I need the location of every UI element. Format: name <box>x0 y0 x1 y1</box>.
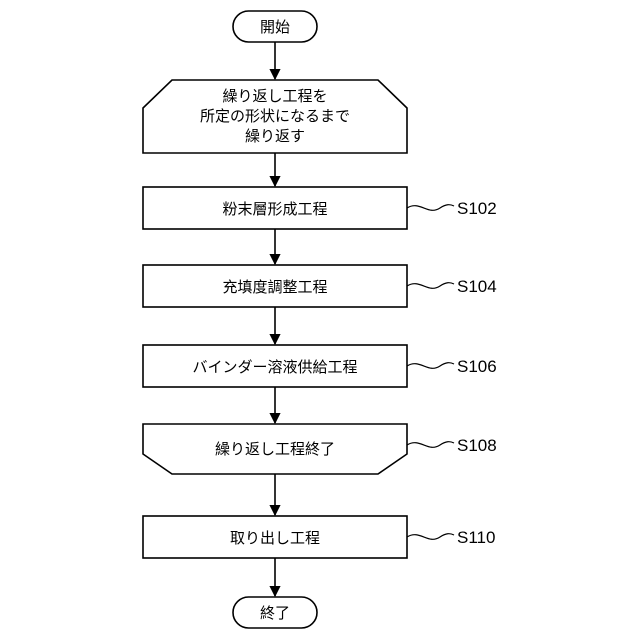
leader-s108 <box>407 442 454 448</box>
start-terminal: 開始 <box>233 11 317 42</box>
loop-start-box: 繰り返し工程を 所定の形状になるまで 繰り返す <box>143 80 407 153</box>
process-step-s106: バインダー溶液供給工程 <box>143 345 407 387</box>
loop-start-line-1: 繰り返し工程を <box>222 87 327 105</box>
leader-s102 <box>407 205 454 211</box>
process-step-s104: 充填度調整工程 <box>143 265 407 307</box>
step-id-s106: S106 <box>457 357 497 376</box>
leader-s110 <box>407 534 454 540</box>
step-label-s102: 粉末層形成工程 <box>222 200 327 218</box>
loop-end-box-s108: 繰り返し工程終了 <box>143 424 407 474</box>
step-id-s108: S108 <box>457 436 497 455</box>
loop-start-line-3: 繰り返す <box>245 127 305 145</box>
end-terminal: 終了 <box>233 597 317 628</box>
step-label-s106: バインダー溶液供給工程 <box>192 358 357 376</box>
step-label-s108: 繰り返し工程終了 <box>215 440 335 458</box>
step-label-s104: 充填度調整工程 <box>222 278 327 296</box>
process-step-s110: 取り出し工程 <box>143 516 407 558</box>
step-id-s102: S102 <box>457 199 497 218</box>
start-label: 開始 <box>260 18 290 36</box>
leader-s104 <box>407 283 454 289</box>
process-step-s102: 粉末層形成工程 <box>143 187 407 229</box>
end-label: 終了 <box>260 604 290 622</box>
step-id-s110: S110 <box>457 528 495 547</box>
leader-s106 <box>407 363 454 369</box>
step-label-s110: 取り出し工程 <box>230 529 320 547</box>
loop-start-line-2: 所定の形状になるまで <box>200 107 350 125</box>
step-id-s104: S104 <box>457 277 497 296</box>
